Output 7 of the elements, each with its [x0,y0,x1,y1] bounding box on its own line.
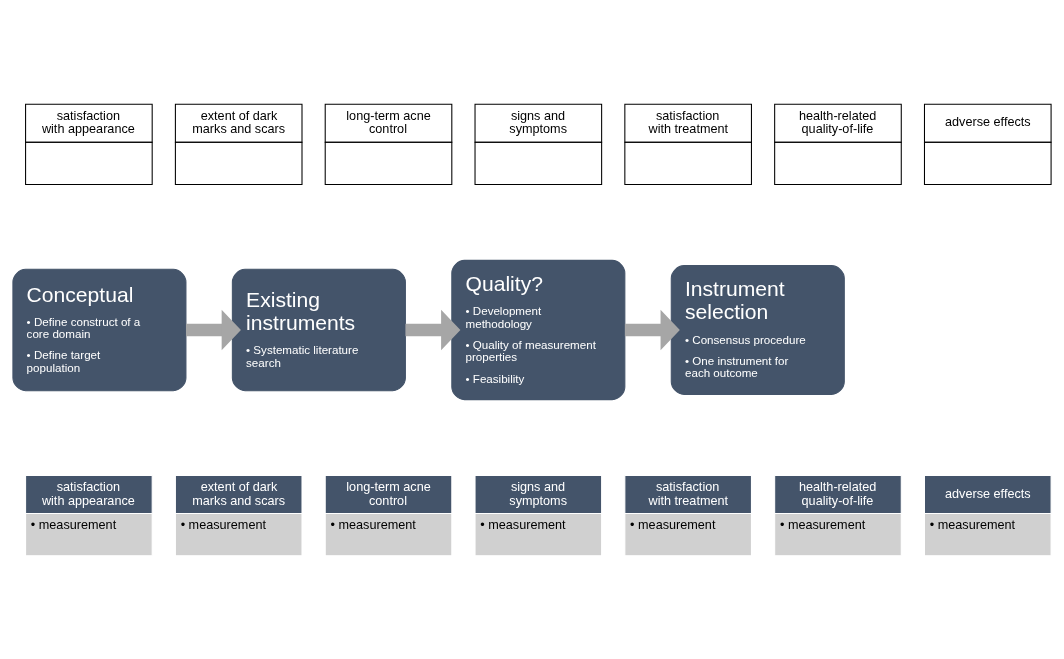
node-box: Conceptual • Define construct of a core domain • Define target population [12,268,187,391]
node-box: Existing instruments • Systematic literature search [231,268,406,391]
node-box: Instrument selection • Consensus procedure • One instrument for each outcome [670,264,845,395]
arrow [405,309,461,350]
node-box: Quality? • Development methodology • Quality of measurement properties • Feasibility [451,259,626,400]
arrow [186,309,241,350]
arrow [624,309,680,350]
